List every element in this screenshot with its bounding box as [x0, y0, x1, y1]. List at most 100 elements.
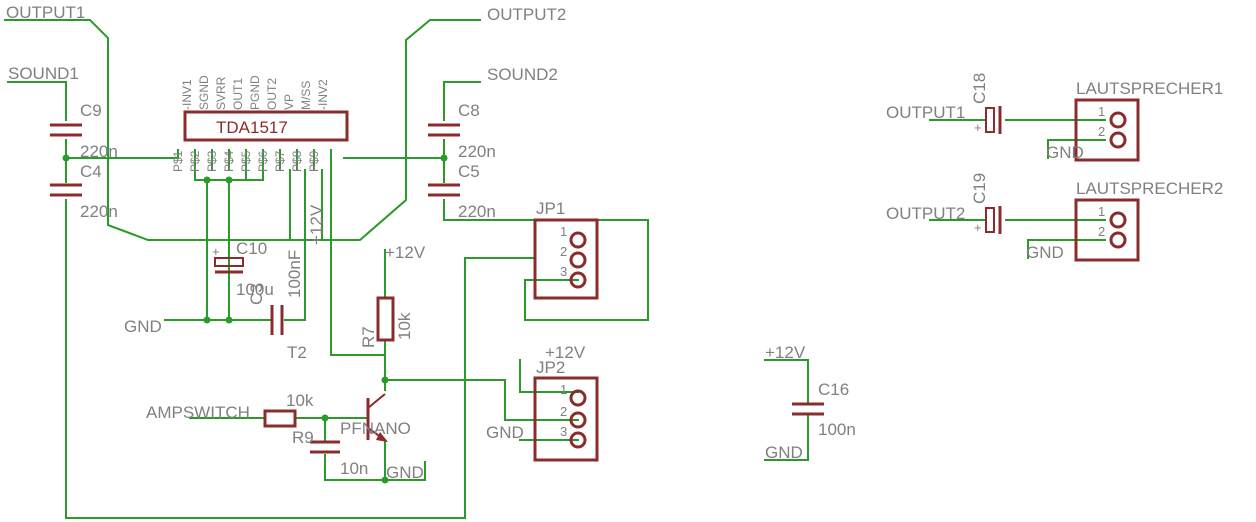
svg-text:M/SS: M/SS	[299, 81, 313, 110]
t2-name: T2	[287, 343, 307, 362]
label-12v-vp: +12V	[307, 204, 326, 245]
c9-name: C9	[80, 101, 102, 120]
svg-text:P$7: P$7	[273, 150, 287, 172]
svg-text:PGND: PGND	[248, 75, 262, 110]
connector-jp1	[533, 218, 599, 300]
svg-text:OUT1: OUT1	[231, 78, 245, 110]
capacitor-c9	[50, 123, 82, 137]
svg-text:2: 2	[560, 244, 567, 259]
c9-value: 220n	[80, 142, 118, 161]
c18-name: C18	[970, 73, 989, 104]
svg-text:P$4: P$4	[222, 150, 236, 172]
resistor-r7	[376, 296, 395, 342]
c16-value: 100n	[818, 420, 856, 439]
wires	[4, 19, 1106, 519]
svg-text:2: 2	[560, 404, 567, 419]
capacitor-c5	[428, 183, 460, 197]
label-output2: OUTPUT2	[487, 5, 566, 24]
capacitor-c19	[985, 206, 1002, 234]
r9-value: 10k	[286, 391, 314, 410]
speaker-connector-2	[1074, 198, 1140, 262]
c10-value: 100u	[236, 280, 274, 299]
svg-text:P$1: P$1	[171, 150, 185, 172]
svg-text:1: 1	[1098, 104, 1105, 119]
svg-text:2: 2	[1098, 224, 1105, 239]
svg-text:1: 1	[560, 224, 567, 239]
c3-name: C3	[247, 283, 266, 305]
capacitor-c10	[214, 257, 244, 274]
svg-text:3: 3	[560, 264, 567, 279]
label-sound1: SOUND1	[8, 64, 79, 83]
svg-text:P$9: P$9	[307, 150, 321, 172]
jp1-name: JP1	[536, 199, 565, 218]
transistor-t2	[366, 393, 388, 442]
svg-text:2: 2	[1098, 124, 1105, 139]
resistor-r9	[263, 409, 297, 428]
svg-text:SVRR: SVRR	[214, 76, 228, 110]
svg-text:1: 1	[1098, 204, 1105, 219]
capacitor-c3	[270, 305, 284, 335]
capacitor-cx	[310, 440, 340, 454]
ic-tda1517: TDA1517 -INV1 SGND SVRR OUT1 PGND OUT2 V…	[171, 75, 349, 172]
c10-name: C10	[236, 239, 267, 258]
label-output1-right: OUTPUT1	[886, 103, 965, 122]
c3-value: 100nF	[285, 250, 304, 298]
svg-text:P$5: P$5	[239, 150, 253, 172]
c19-plus: +	[974, 220, 982, 235]
svg-text:-INV2: -INV2	[316, 79, 330, 110]
svg-text:SGND: SGND	[197, 75, 211, 110]
svg-text:VP: VP	[282, 94, 296, 110]
svg-text:P$2: P$2	[188, 150, 202, 172]
svg-text:P$6: P$6	[256, 150, 270, 172]
label-output1: OUTPUT1	[6, 3, 85, 22]
label-gnd-ic: GND	[124, 317, 162, 336]
ic-top-pin-labels: -INV1 SGND SVRR OUT1 PGND OUT2 VP M/SS -…	[180, 75, 330, 110]
label-output2-right: OUTPUT2	[886, 204, 965, 223]
c4-name: C4	[80, 162, 102, 181]
c19-name: C19	[970, 173, 989, 204]
r9-name: R9	[292, 428, 314, 447]
ic-name: TDA1517	[216, 118, 288, 137]
speaker-connector-1	[1074, 98, 1140, 162]
capacitor-c16	[792, 402, 824, 416]
label-12v-c16: +12V	[765, 343, 806, 362]
capacitor-c8	[428, 123, 460, 137]
svg-text:3: 3	[560, 424, 567, 439]
label-12v-r7: +12V	[385, 243, 426, 262]
svg-text:-INV1: -INV1	[180, 79, 194, 110]
label-gnd-c16: GND	[765, 443, 803, 462]
capacitor-c4	[50, 183, 82, 197]
label-gnd-t2: GND	[386, 463, 424, 482]
capacitor-c18	[985, 106, 1002, 134]
r7-name: R7	[359, 326, 378, 348]
connector-jp2	[533, 376, 599, 462]
label-sound2: SOUND2	[487, 65, 558, 84]
ls1-name: LAUTSPRECHER1	[1076, 79, 1223, 98]
c10-plus: +	[212, 244, 220, 259]
svg-text:P$8: P$8	[290, 150, 304, 172]
svg-text:1: 1	[560, 382, 567, 397]
c18-plus: +	[974, 120, 982, 135]
c5-name: C5	[458, 162, 480, 181]
t2-value: PFNANO	[340, 419, 411, 438]
jp2-name: JP2	[536, 358, 565, 377]
c4-value: 220n	[80, 202, 118, 221]
label-ampswitch: AMPSWITCH	[146, 403, 250, 422]
ic-bottom-pin-labels: P$1 P$2 P$3 P$4 P$5 P$6 P$7 P$8 P$9	[171, 150, 321, 172]
c8-value: 220n	[458, 142, 496, 161]
ls2-name: LAUTSPRECHER2	[1076, 179, 1223, 198]
c5-value: 220n	[458, 202, 496, 221]
cx-value: 10n	[340, 459, 368, 478]
c16-name: C16	[818, 380, 849, 399]
svg-text:P$3: P$3	[205, 150, 219, 172]
net-labels: OUTPUT1 OUTPUT2 SOUND1 SOUND2 GND +12V +…	[6, 3, 1084, 482]
r7-value: 10k	[395, 312, 414, 340]
component-labels: C9 220n C4 220n C8 220n C5 220n C10 + 10…	[80, 73, 1223, 478]
label-gnd-jp2: GND	[486, 423, 524, 442]
label-gnd-ls1: GND	[1046, 143, 1084, 162]
svg-text:OUT2: OUT2	[265, 78, 279, 110]
label-gnd-ls2: GND	[1026, 243, 1064, 262]
label-12v-jp2: +12V	[545, 343, 586, 362]
junctions	[62, 154, 448, 484]
